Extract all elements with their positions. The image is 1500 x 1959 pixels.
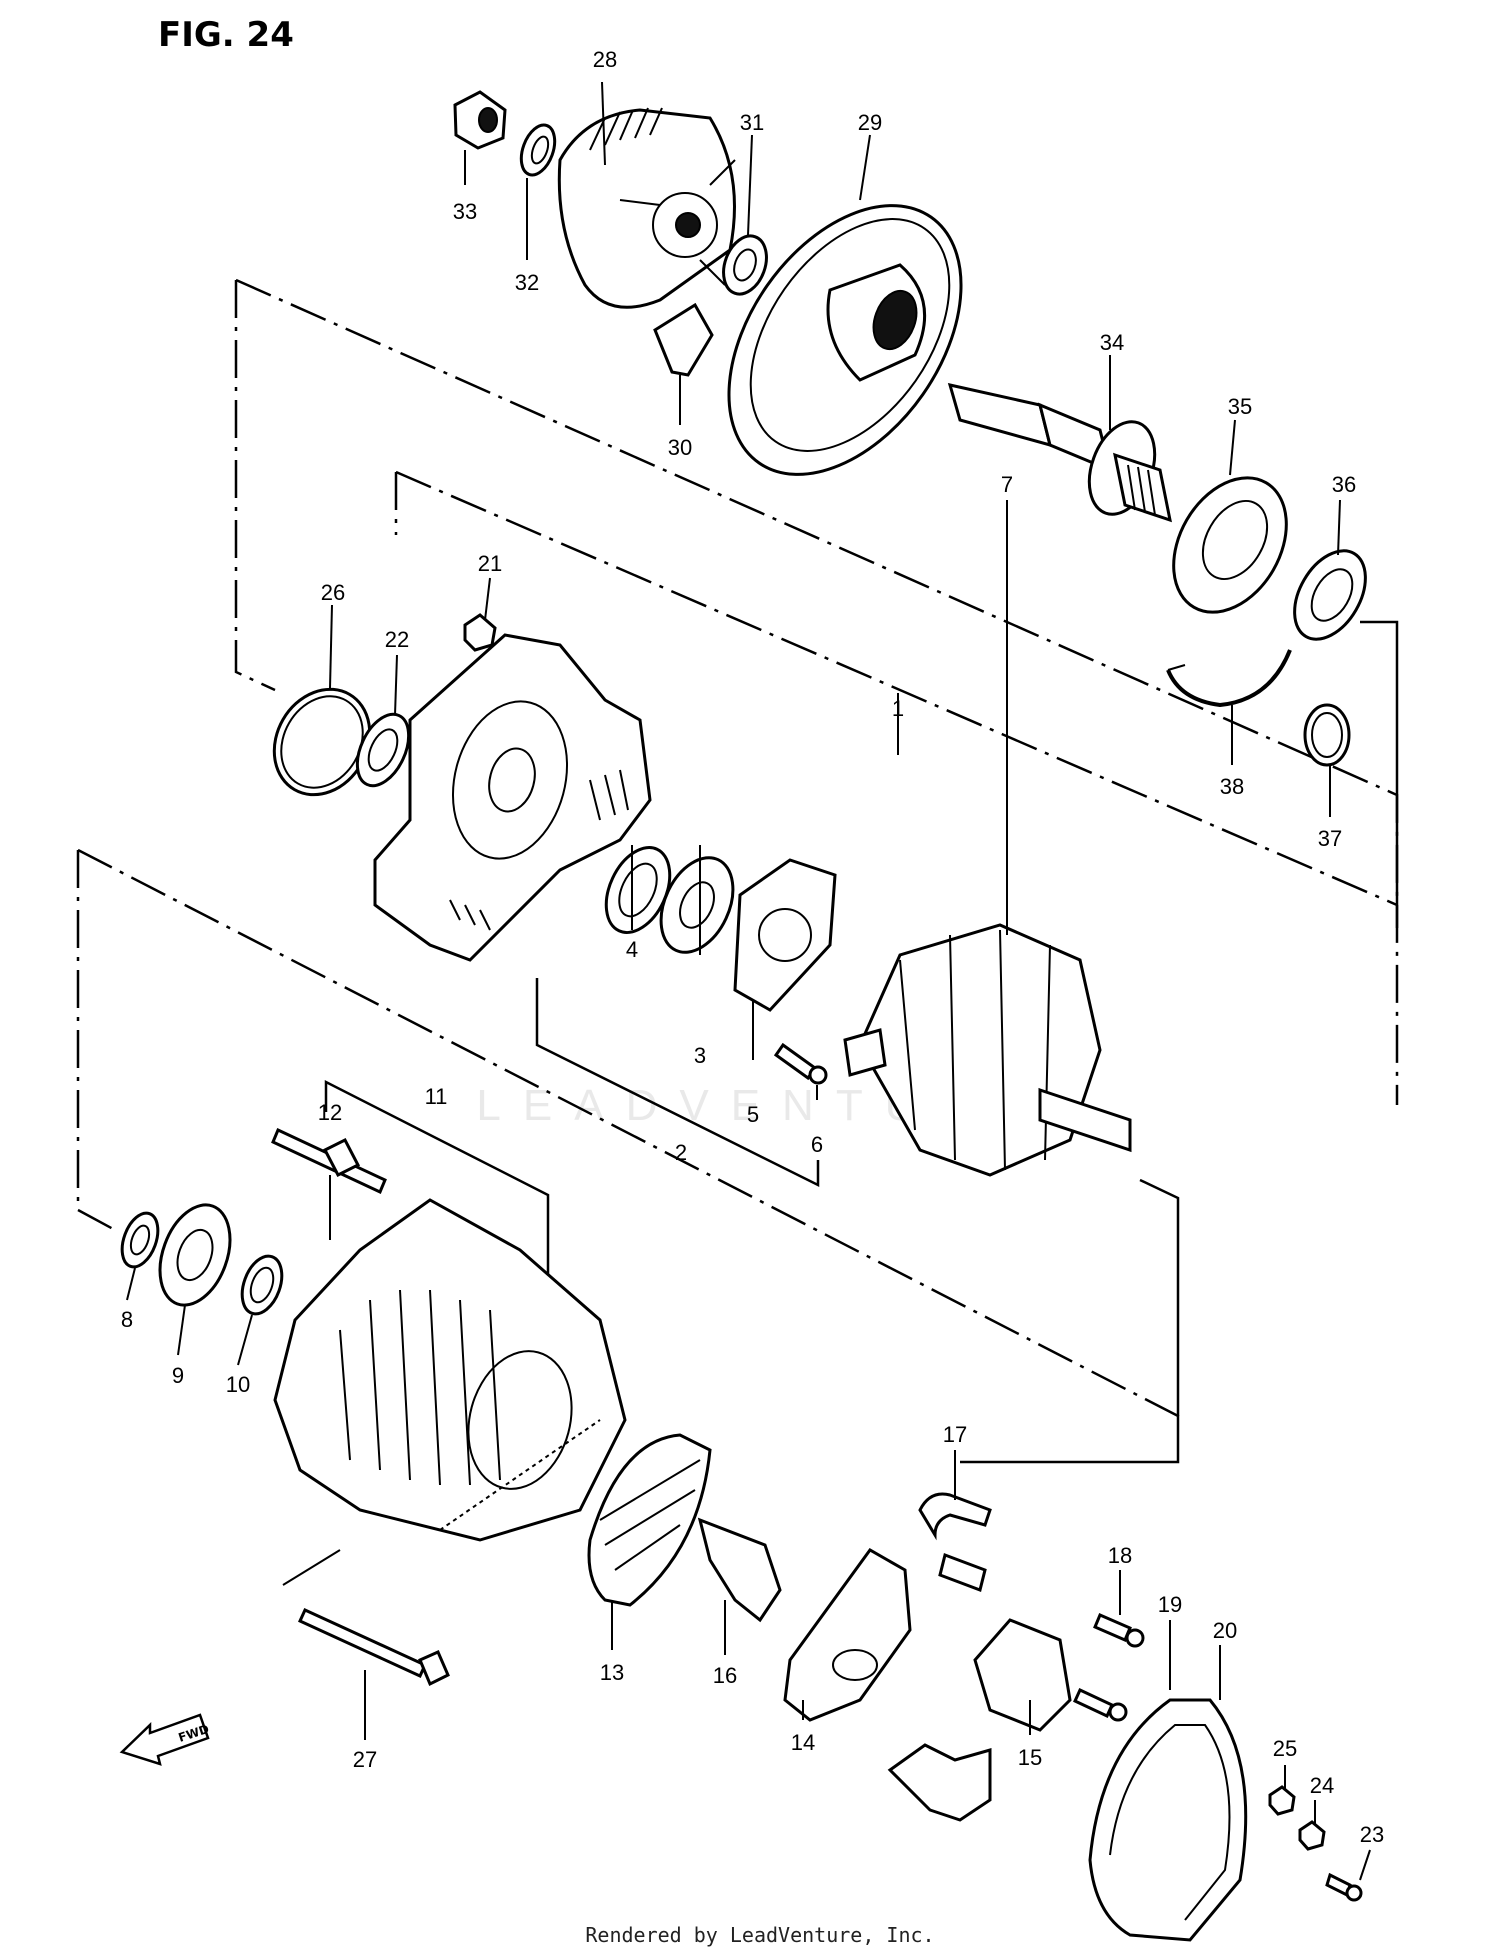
callout-37[interactable]: 37 [1318, 826, 1342, 851]
callout-7[interactable]: 7 [1001, 472, 1013, 497]
callout-2[interactable]: 2 [675, 1140, 687, 1165]
part-15-voltage-regulator[interactable] [887, 1618, 1072, 1822]
assembly-bracket-11 [324, 1079, 1180, 1464]
callout-labels: 28 31 29 33 32 30 34 35 36 38 37 21 26 2… [121, 47, 1384, 1847]
part-14-brush-holder[interactable] [783, 1548, 912, 1722]
callout-11[interactable]: 11 [425, 1084, 448, 1109]
part-1-front-housing[interactable] [373, 633, 652, 962]
callout-23[interactable]: 23 [1360, 1822, 1384, 1847]
callout-20[interactable]: 20 [1213, 1618, 1237, 1643]
callout-9[interactable]: 9 [172, 1363, 184, 1388]
part-23-screw[interactable] [1325, 1872, 1363, 1902]
callout-33[interactable]: 33 [453, 199, 477, 224]
part-37-snap-ring[interactable] [1303, 703, 1351, 767]
part-13-rectifier[interactable] [587, 1433, 712, 1607]
assembly-bracket-1-inner [394, 470, 1399, 928]
part-8-washer[interactable] [115, 1208, 164, 1272]
callout-38[interactable]: 38 [1220, 774, 1244, 799]
part-17-terminal[interactable] [918, 1492, 992, 1592]
callout-29[interactable]: 29 [858, 110, 882, 135]
part-25-nut[interactable] [1268, 1785, 1296, 1816]
part-10-oil-seal[interactable] [235, 1251, 289, 1320]
part-3-bearing[interactable] [647, 846, 747, 964]
callout-8[interactable]: 8 [121, 1307, 133, 1332]
callout-22[interactable]: 22 [385, 627, 409, 652]
callout-31[interactable]: 31 [740, 110, 764, 135]
callout-18[interactable]: 18 [1108, 1543, 1132, 1568]
callout-13[interactable]: 13 [600, 1660, 624, 1685]
part-33-nut[interactable] [453, 90, 507, 150]
callout-27[interactable]: 27 [353, 1747, 377, 1772]
callout-21[interactable]: 21 [478, 551, 502, 576]
footer-credit: Rendered by LeadVenture, Inc. [585, 1923, 934, 1947]
part-9-bearing[interactable] [147, 1195, 243, 1315]
part-29-driven-gear[interactable] [681, 163, 1009, 518]
part-34-output-shaft[interactable] [947, 382, 1172, 523]
part-20-rear-cover[interactable] [1088, 1698, 1248, 1942]
callout-28[interactable]: 28 [593, 47, 617, 72]
part-38-circlip[interactable] [1166, 649, 1292, 708]
callout-17[interactable]: 17 [943, 1422, 967, 1447]
callout-14[interactable]: 14 [791, 1730, 815, 1755]
callout-19[interactable]: 19 [1158, 1592, 1182, 1617]
part-5-bearing-retainer[interactable] [733, 858, 837, 1012]
part-11-rear-housing[interactable] [273, 1198, 627, 1542]
callout-6[interactable]: 6 [811, 1132, 823, 1157]
callout-25[interactable]: 25 [1273, 1736, 1297, 1761]
assembly-bracket-2 [76, 848, 1181, 1419]
part-4-oil-seal[interactable] [594, 837, 683, 942]
callout-10[interactable]: 10 [226, 1372, 250, 1397]
part-18-screw[interactable] [1093, 1613, 1145, 1648]
callout-5[interactable]: 5 [747, 1102, 759, 1127]
part-24-nut[interactable] [1298, 1820, 1326, 1851]
part-19-screw[interactable] [1073, 1687, 1128, 1722]
part-7-rotor[interactable] [843, 923, 1132, 1177]
callout-3[interactable]: 3 [694, 1043, 706, 1068]
callout-30[interactable]: 30 [668, 435, 692, 460]
figure-title: FIG. 24 [158, 15, 294, 55]
callout-15[interactable]: 15 [1018, 1745, 1042, 1770]
callout-1[interactable]: 1 [892, 696, 904, 721]
callout-35[interactable]: 35 [1228, 394, 1252, 419]
leader-lines [126, 81, 1371, 1881]
front-direction-arrow-icon: FWD [119, 1713, 211, 1766]
part-28-clutch-hub[interactable] [557, 107, 736, 309]
part-36-oil-seal[interactable] [1280, 538, 1380, 651]
part-22-oil-seal[interactable] [347, 706, 419, 793]
part-26-o-ring[interactable] [256, 672, 389, 812]
callout-12[interactable]: 12 [318, 1100, 342, 1125]
callout-34[interactable]: 34 [1100, 330, 1124, 355]
callout-4[interactable]: 4 [626, 937, 638, 962]
part-35-bearing[interactable] [1151, 458, 1310, 633]
part-21-nut[interactable] [463, 613, 497, 652]
part-16-insulator[interactable] [697, 1517, 782, 1623]
callout-26[interactable]: 26 [321, 580, 345, 605]
callout-32[interactable]: 32 [515, 270, 539, 295]
part-31-washer[interactable] [716, 230, 774, 300]
part-32-washer[interactable] [515, 120, 561, 179]
callout-16[interactable]: 16 [713, 1663, 737, 1688]
part-6-screw[interactable] [773, 1042, 828, 1085]
part-30-damper[interactable] [653, 302, 714, 377]
part-12-stud-bolt[interactable] [271, 1127, 387, 1195]
callout-24[interactable]: 24 [1310, 1773, 1334, 1798]
part-27-bolt[interactable] [298, 1608, 450, 1687]
callout-36[interactable]: 36 [1332, 472, 1356, 497]
